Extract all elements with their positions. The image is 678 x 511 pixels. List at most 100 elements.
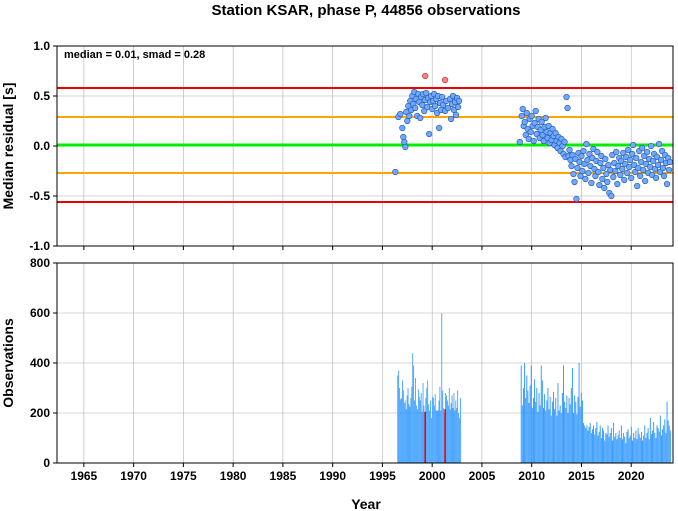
observation-bar xyxy=(593,425,595,463)
observation-bar xyxy=(435,410,437,463)
residual-point xyxy=(518,112,525,120)
observation-bar xyxy=(453,393,455,463)
observation-bar xyxy=(569,404,571,463)
observation-bar xyxy=(532,398,534,463)
observation-bar xyxy=(583,423,585,463)
residual-point xyxy=(625,146,632,154)
observation-bar xyxy=(634,438,636,463)
observation-bar xyxy=(605,433,607,463)
observation-bar xyxy=(575,401,577,463)
x-tick-label: 2010 xyxy=(518,469,545,483)
observation-bar xyxy=(546,400,548,463)
residual-point xyxy=(654,161,662,169)
observation-bar xyxy=(402,380,403,463)
observation-bar xyxy=(403,403,405,463)
observation-bar xyxy=(428,404,430,463)
residual-point xyxy=(665,166,673,174)
observation-bar xyxy=(446,395,447,463)
observation-bar xyxy=(563,365,564,463)
highlight-bar xyxy=(424,411,427,463)
residual-point xyxy=(610,173,617,181)
observation-bar xyxy=(616,439,618,463)
chart-title: Station KSAR, phase P, 44856 observation… xyxy=(211,2,520,19)
observation-bar xyxy=(596,421,598,463)
observation-bar xyxy=(446,400,448,463)
observation-bar xyxy=(555,398,557,463)
observation-bar xyxy=(604,440,606,463)
x-tick-label: 1980 xyxy=(220,469,247,483)
observation-bar xyxy=(539,405,541,463)
top-y-ticks: 1.00.50.0-0.5-1.0 xyxy=(29,39,632,253)
observation-bar xyxy=(526,375,528,463)
residual-point xyxy=(608,192,615,200)
residual-point xyxy=(624,169,631,177)
observation-bar xyxy=(645,438,647,463)
residual-point xyxy=(564,104,571,112)
residual-point xyxy=(602,155,609,163)
observation-bar xyxy=(431,418,432,463)
observation-bar xyxy=(406,395,408,463)
observation-bar xyxy=(650,434,652,463)
observation-bar xyxy=(668,425,670,463)
observation-bar xyxy=(401,398,402,463)
residual-point xyxy=(617,171,624,179)
observation-bar xyxy=(538,393,540,463)
observation-bar xyxy=(630,426,632,463)
observation-bar xyxy=(402,390,404,463)
residual-point xyxy=(614,180,621,188)
residual-point xyxy=(436,124,443,132)
observation-bar xyxy=(449,409,451,463)
residual-point xyxy=(561,138,568,146)
top-reference-lines xyxy=(57,87,673,203)
residual-point xyxy=(527,128,534,136)
observation-bar xyxy=(458,413,460,463)
top-y-tick-label: -1.0 xyxy=(29,239,50,253)
observation-bar xyxy=(397,375,399,463)
residual-point xyxy=(532,107,539,115)
x-tick-label: 1985 xyxy=(270,469,297,483)
observation-bar xyxy=(574,395,576,463)
observation-bar xyxy=(654,433,656,463)
observation-bar xyxy=(586,425,588,463)
observation-bar xyxy=(656,425,658,463)
observation-bar xyxy=(408,404,410,463)
x-tick-label: 1975 xyxy=(170,469,197,483)
residual-point xyxy=(628,174,635,182)
top-points xyxy=(392,72,674,203)
observation-bar xyxy=(419,400,421,463)
residual-point xyxy=(607,166,614,174)
residual-point xyxy=(633,154,640,162)
observation-bar xyxy=(420,393,422,463)
observation-bar xyxy=(457,390,459,463)
observation-bar xyxy=(434,394,436,463)
residual-point xyxy=(523,109,530,117)
observation-bar xyxy=(579,406,581,463)
residual-point xyxy=(417,114,424,122)
residual-point xyxy=(657,156,665,164)
residual-point xyxy=(519,105,526,113)
observation-bar xyxy=(580,393,582,463)
observation-bar xyxy=(559,405,561,463)
observation-bar xyxy=(405,409,407,463)
observation-bar xyxy=(624,436,626,463)
observation-bar xyxy=(531,408,533,463)
observation-bar xyxy=(409,406,411,463)
observation-bar xyxy=(665,433,667,463)
observation-bar xyxy=(659,415,661,463)
observation-bar xyxy=(578,363,580,463)
residual-point xyxy=(406,112,413,120)
observation-bar xyxy=(669,430,671,463)
bottom-y-tick-label: 800 xyxy=(30,256,50,270)
residual-point xyxy=(439,93,446,101)
observation-bar xyxy=(447,405,449,463)
bottom-y-tick-label: 0 xyxy=(43,456,50,470)
observation-bar xyxy=(400,399,401,463)
observation-bar xyxy=(608,436,610,463)
residual-point xyxy=(594,148,601,156)
observation-bar xyxy=(426,388,428,463)
observation-bar xyxy=(443,408,445,463)
observation-bar xyxy=(648,439,650,463)
residual-point xyxy=(566,146,573,154)
residual-point xyxy=(588,179,595,187)
observation-bar xyxy=(667,420,669,463)
